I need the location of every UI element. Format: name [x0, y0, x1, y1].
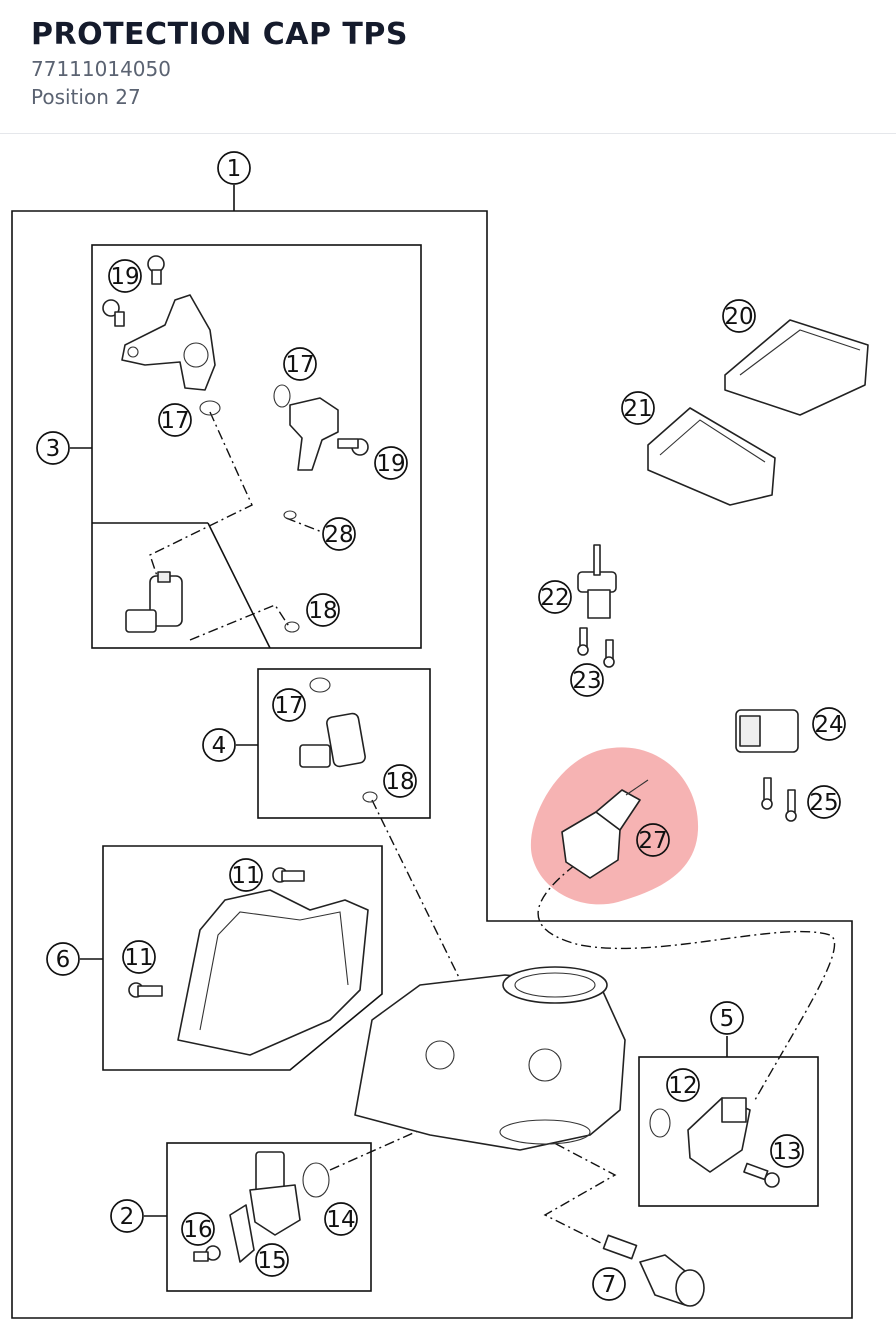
sensor-12: [687, 1097, 751, 1173]
svg-text:17: 17: [160, 408, 189, 434]
callout-1[interactable]: 1: [217, 151, 251, 185]
svg-text:17: 17: [274, 693, 303, 719]
svg-text:6: 6: [56, 947, 71, 973]
svg-text:7: 7: [602, 1272, 617, 1298]
callout-19[interactable]: 19: [108, 259, 142, 293]
svg-text:15: 15: [257, 1248, 286, 1274]
callout-4[interactable]: 4: [202, 728, 236, 762]
callout-5[interactable]: 5: [710, 1001, 744, 1035]
svg-text:18: 18: [385, 769, 414, 795]
screws-25: [761, 777, 797, 822]
callout-28[interactable]: 28: [322, 517, 356, 551]
svg-text:27: 27: [638, 828, 667, 854]
svg-text:17: 17: [285, 352, 314, 378]
callout-18[interactable]: 18: [306, 593, 340, 627]
svg-text:3: 3: [46, 436, 61, 462]
callout-15[interactable]: 15: [255, 1243, 289, 1277]
callout-25[interactable]: 25: [807, 785, 841, 819]
protection-cap-27[interactable]: [561, 779, 649, 879]
callout-11[interactable]: 11: [122, 940, 156, 974]
lever-15: [229, 1204, 255, 1263]
callout-17[interactable]: 17: [272, 688, 306, 722]
callout-11[interactable]: 11: [229, 858, 263, 892]
screws-19: [102, 255, 369, 456]
assembly-outline: [11, 185, 853, 1319]
injector-4: [299, 712, 366, 768]
callout-7[interactable]: 7: [592, 1267, 626, 1301]
svg-text:11: 11: [231, 863, 260, 889]
svg-text:18: 18: [308, 598, 337, 624]
svg-text:2: 2: [120, 1204, 135, 1230]
svg-text:20: 20: [724, 304, 753, 330]
callout-18[interactable]: 18: [383, 764, 417, 798]
callout-21[interactable]: 21: [621, 391, 655, 425]
svg-text:16: 16: [183, 1217, 212, 1243]
svg-text:13: 13: [772, 1139, 801, 1165]
callout-24[interactable]: 24: [812, 707, 846, 741]
callout-23[interactable]: 23: [570, 663, 604, 697]
callout-6[interactable]: 6: [46, 942, 80, 976]
svg-text:25: 25: [809, 790, 838, 816]
callout-14[interactable]: 14: [324, 1202, 358, 1236]
throttle-body: [354, 966, 626, 1151]
svg-text:11: 11: [124, 945, 153, 971]
part-number: 77111014050: [31, 57, 171, 81]
part-bracket: [121, 294, 216, 391]
callout-13[interactable]: 13: [770, 1134, 804, 1168]
screw-13: [743, 1162, 780, 1188]
callout-17[interactable]: 17: [158, 403, 192, 437]
callout-2[interactable]: 2: [110, 1199, 144, 1233]
callout-labels: 1 3 19 19 17 17 17 28 18 18 4 20 21 22 2…: [36, 151, 846, 1301]
svg-text:19: 19: [110, 264, 139, 290]
callout-27[interactable]: 27: [636, 823, 670, 857]
sensor-22: [577, 544, 617, 619]
screws-23: [577, 627, 615, 668]
svg-text:21: 21: [623, 396, 652, 422]
bolts-11: [128, 867, 305, 998]
svg-text:4: 4: [212, 733, 227, 759]
callout-22[interactable]: 22: [538, 580, 572, 614]
sensor-24: [735, 709, 799, 753]
ecu-21: [647, 407, 776, 506]
tps-sensor-upper: [273, 384, 339, 471]
part-position: Position 27: [31, 85, 141, 109]
svg-text:1: 1: [227, 156, 242, 182]
svg-text:22: 22: [540, 585, 569, 611]
cover-6: [177, 889, 369, 1056]
part-header: PROTECTION CAP TPS 77111014050 Position …: [0, 0, 896, 134]
ecu-20: [724, 319, 869, 416]
callout-20[interactable]: 20: [722, 299, 756, 333]
svg-text:5: 5: [720, 1006, 735, 1032]
screw-16: [193, 1245, 221, 1262]
svg-text:28: 28: [324, 522, 353, 548]
svg-text:23: 23: [572, 668, 601, 694]
o-rings: [199, 400, 671, 1198]
callout-12[interactable]: 12: [666, 1068, 700, 1102]
part-title: PROTECTION CAP TPS: [31, 17, 408, 52]
valve-7: [602, 1234, 705, 1307]
callout-16[interactable]: 16: [181, 1212, 215, 1246]
injector-upper: [125, 571, 183, 633]
callout-3[interactable]: 3: [36, 431, 70, 465]
exploded-parts-diagram: 1 3 19 19 17 17 17 28 18 18 4 20 21 22 2…: [11, 151, 869, 1319]
svg-text:24: 24: [814, 712, 843, 738]
callout-17[interactable]: 17: [283, 347, 317, 381]
callout-19[interactable]: 19: [374, 446, 408, 480]
sensor-2: [249, 1151, 301, 1236]
svg-text:19: 19: [376, 451, 405, 477]
svg-text:14: 14: [326, 1207, 355, 1233]
svg-text:12: 12: [668, 1073, 697, 1099]
